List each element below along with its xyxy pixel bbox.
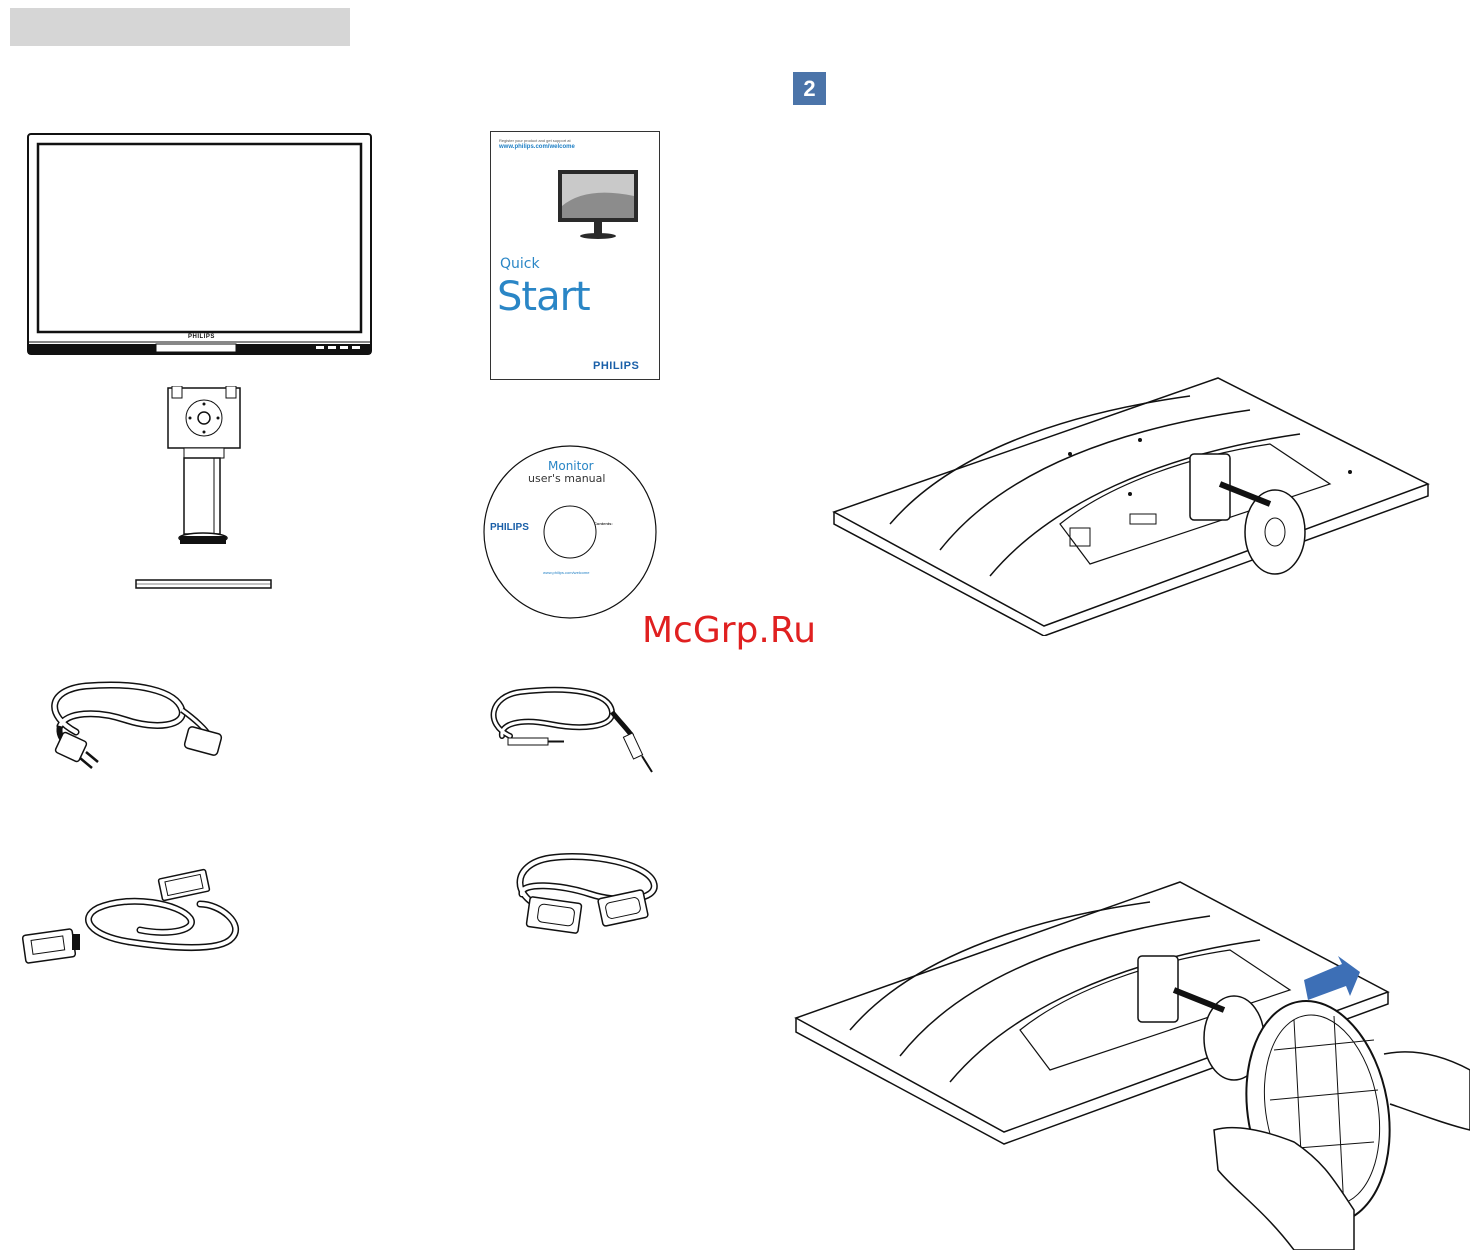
cd-title-line1: Monitor (548, 459, 594, 473)
monitor-back-attach-illustration (830, 374, 1434, 636)
vga-cable-icon (500, 850, 668, 942)
cd-title-line2: user's manual (528, 472, 605, 485)
watermark: McGrp.Ru (642, 610, 816, 651)
stand-icon (162, 386, 248, 550)
cd-brand: PHILIPS (490, 522, 529, 533)
monitor-brand-label: PHILIPS (188, 334, 215, 340)
quick-start-register-text: Register your product and get support at (499, 138, 571, 143)
base-attach-illustration (794, 880, 1470, 1250)
cd-url: www.philips.com/welcome (543, 570, 589, 575)
quick-start-title-small: Quick (500, 256, 540, 272)
quick-start-brand: PHILIPS (593, 360, 639, 372)
quick-start-url: www.philips.com/welcome (499, 144, 575, 150)
step-number-badge: 2 (793, 72, 826, 105)
monitor-icon (26, 132, 374, 358)
quick-start-guide: Register your product and get support at… (490, 131, 660, 380)
power-cord-icon (36, 676, 232, 772)
quick-start-monitor-image (546, 166, 646, 246)
quick-start-title-large: Start (497, 274, 590, 320)
cd-contents-label: Contents: (594, 521, 613, 526)
audio-cable-icon (480, 684, 666, 776)
base-icon (134, 576, 274, 592)
dvi-cable-icon (20, 864, 242, 968)
header-bar (10, 8, 350, 46)
